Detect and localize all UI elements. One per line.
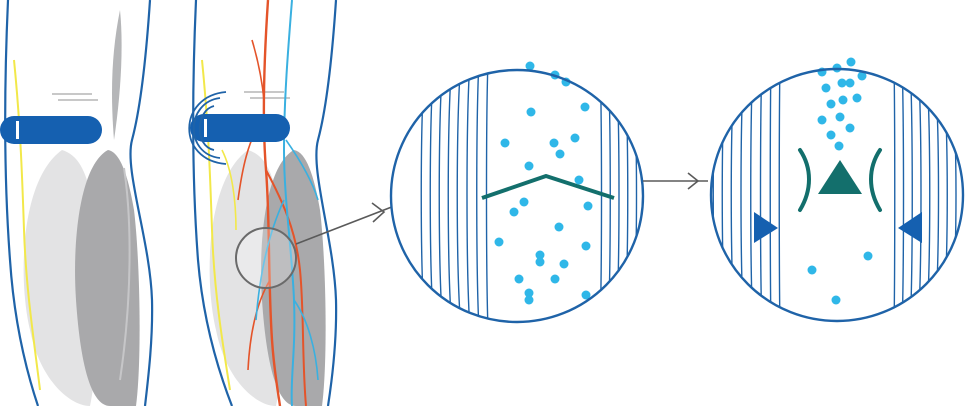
limb-before-panel [0, 0, 152, 406]
bone-sliver [112, 10, 122, 140]
tourniquet-cuff [0, 116, 102, 144]
cuff-marker [16, 121, 19, 139]
magnifier-circle [236, 228, 296, 288]
limb-vessels-panel [189, 0, 336, 406]
vessel-zoom-closed-panel [711, 58, 963, 331]
vessel-zoom-open-panel [391, 60, 654, 330]
cuff-marker [204, 119, 207, 137]
arrow-right-icon [643, 173, 708, 189]
